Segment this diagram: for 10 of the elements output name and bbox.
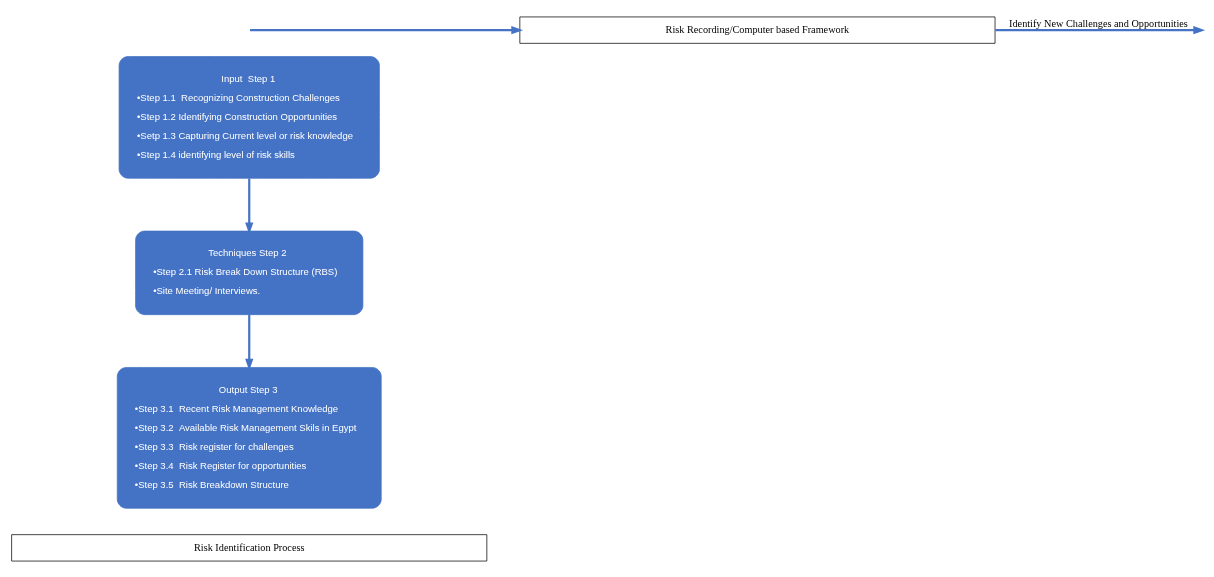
node-box: Risk Recording/Computer based Framework: [519, 16, 996, 44]
arrow: [245, 177, 254, 234]
edge-label: Identify New Challenges and Opportunities: [1009, 17, 1188, 29]
node-box: Output Step 3 •Step 3.1 Recent Risk Management Knowledge •Step 3.2 Available Risk Management Skils in Egypt •Step 3.3 Risk register for challenges •Step 3.4 Risk Register for opportunities •Step 3.5 Risk Breakdown Structure: [116, 366, 382, 509]
arrow: [250, 25, 524, 34]
node-box: Input Step 1 •Step 1.1 Recognizing Construction Challenges •Step 1.2 Identifying Construction Opportunities •Setp 1.3 Capturing Current level or risk knowledge •Step 1.4 identifying level of risk skills: [118, 55, 380, 179]
node-box: Risk Identification Process: [11, 533, 488, 561]
node-box: Techniques Step 2 •Step 2.1 Risk Break Down Structure (RBS) •Site Meeting/ Interviews.: [135, 230, 364, 315]
arrow: [245, 314, 254, 371]
arrow: [995, 25, 1206, 34]
